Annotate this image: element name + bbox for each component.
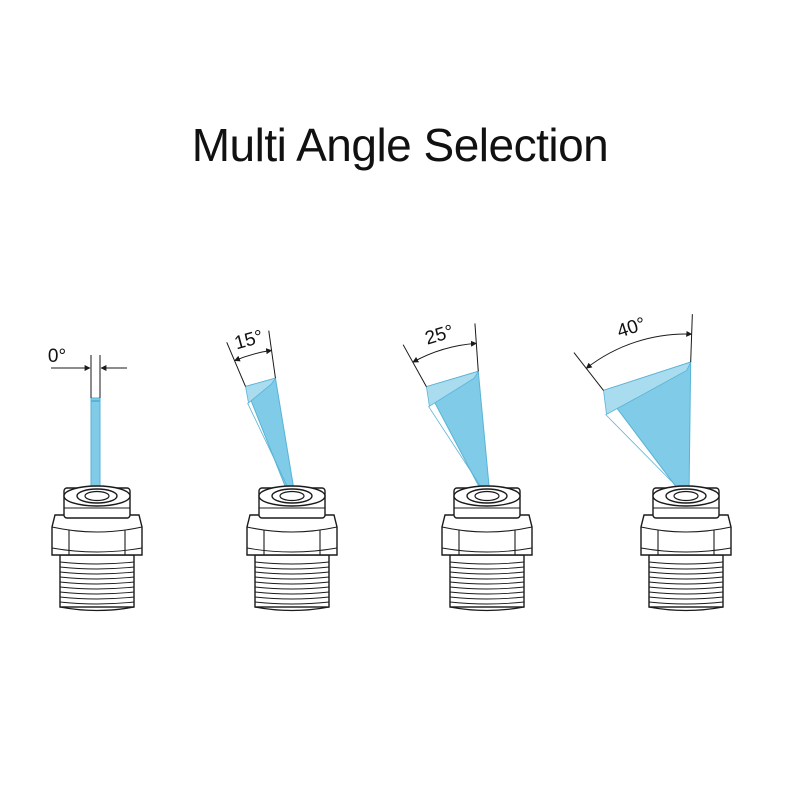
hex-chamfer bbox=[441, 526, 533, 533]
thread-line bbox=[59, 591, 135, 595]
hex-nut bbox=[51, 514, 143, 556]
hex-lower-curve bbox=[441, 547, 533, 553]
extension-line bbox=[573, 352, 604, 391]
thread-line bbox=[254, 581, 330, 585]
thread-bottom bbox=[449, 606, 525, 612]
thread-line bbox=[254, 566, 330, 570]
thread-line bbox=[254, 601, 330, 605]
dimension-arc bbox=[412, 340, 477, 363]
page-title: Multi Angle Selection bbox=[191, 119, 609, 171]
thread-line bbox=[449, 571, 525, 575]
nozzle-25-deg: 25° bbox=[402, 321, 533, 612]
spray-fan-fold bbox=[247, 402, 293, 497]
thread-line bbox=[648, 561, 724, 565]
orifice bbox=[474, 490, 500, 502]
thread-line bbox=[648, 591, 724, 595]
thread-line bbox=[59, 566, 135, 570]
dimension-arc bbox=[234, 348, 273, 362]
thread-line bbox=[254, 591, 330, 595]
hex-lower-curve bbox=[246, 547, 338, 553]
thread-line bbox=[59, 596, 135, 600]
hex-lower-curve bbox=[640, 547, 732, 553]
thread-line bbox=[449, 576, 525, 580]
thread-line bbox=[648, 571, 724, 575]
extension-line bbox=[690, 314, 693, 363]
thread-bottom bbox=[648, 606, 724, 612]
angle-label: 25° bbox=[423, 321, 457, 349]
hex-chamfer bbox=[640, 526, 732, 533]
dimension-arc bbox=[585, 330, 693, 369]
hex-lower-curve bbox=[51, 547, 143, 553]
hex-chamfer bbox=[246, 526, 338, 533]
thread-line bbox=[59, 601, 135, 605]
thread-line bbox=[254, 571, 330, 575]
thread-line bbox=[648, 586, 724, 590]
extension-line bbox=[268, 330, 276, 379]
hex-chamfer bbox=[51, 526, 143, 533]
thread-line bbox=[59, 561, 135, 565]
spray-fan-top bbox=[245, 377, 277, 404]
hex-nut bbox=[246, 514, 338, 556]
thread-line bbox=[59, 581, 135, 585]
thread-line bbox=[254, 561, 330, 565]
spray-fan-fold bbox=[605, 414, 687, 497]
thread-line bbox=[449, 581, 525, 585]
nozzle-40-deg: 40° bbox=[573, 314, 732, 612]
thread-line bbox=[254, 576, 330, 580]
thread-line bbox=[449, 561, 525, 565]
angle-label: 40° bbox=[615, 314, 649, 343]
thread-line bbox=[59, 586, 135, 590]
thread-line bbox=[59, 576, 135, 580]
orifice bbox=[84, 490, 110, 502]
thread-line bbox=[648, 576, 724, 580]
thread-bottom bbox=[59, 606, 135, 612]
extension-line bbox=[226, 342, 246, 387]
spray-fan-top bbox=[603, 361, 692, 416]
thread-line bbox=[449, 591, 525, 595]
extension-line bbox=[402, 344, 427, 387]
nozzle-15-deg: 15° bbox=[226, 326, 338, 612]
thread-line bbox=[648, 581, 724, 585]
hex-nut bbox=[640, 514, 732, 556]
nozzle-0-deg: 0° bbox=[48, 346, 143, 612]
thread-line bbox=[254, 586, 330, 590]
thread-line bbox=[449, 601, 525, 605]
thread-line bbox=[648, 596, 724, 600]
spray-jet bbox=[90, 397, 101, 499]
orifice bbox=[279, 490, 305, 502]
extension-line bbox=[474, 323, 479, 372]
thread-line bbox=[449, 596, 525, 600]
thread-bottom bbox=[254, 606, 330, 612]
hex-nut bbox=[441, 514, 533, 556]
thread-line bbox=[648, 601, 724, 605]
angle-label: 15° bbox=[232, 326, 265, 354]
thread-line bbox=[254, 596, 330, 600]
thread-line bbox=[59, 571, 135, 575]
thread-line bbox=[449, 566, 525, 570]
thread-line bbox=[648, 566, 724, 570]
angle-label: 0° bbox=[48, 346, 66, 367]
orifice bbox=[673, 490, 699, 502]
spray-fan-top bbox=[425, 370, 480, 407]
spray-fan-fold bbox=[428, 405, 488, 497]
thread-line bbox=[449, 586, 525, 590]
